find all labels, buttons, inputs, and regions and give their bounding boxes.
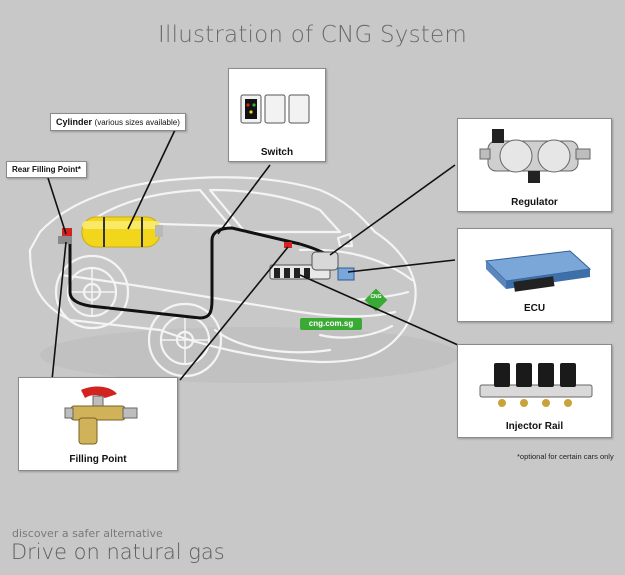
cylinder-tank xyxy=(81,216,163,248)
leader-switch xyxy=(217,164,271,235)
switch-callout: Switch xyxy=(228,68,326,162)
cng-pipe xyxy=(68,226,301,320)
leader-injector-rail xyxy=(299,274,459,346)
car-outline xyxy=(28,176,417,364)
cylinder-sub: (various sizes available) xyxy=(94,118,180,127)
filling-point-callout: Filling Point xyxy=(18,377,178,471)
injector-rail-label: Injector Rail xyxy=(505,421,564,432)
wheel-spokes xyxy=(68,268,209,364)
plate-text: cng.com.sg xyxy=(308,319,354,328)
page-title: Illustration of CNG System xyxy=(158,22,467,48)
leader-lines xyxy=(47,129,459,381)
injector-rail-image xyxy=(479,363,593,407)
footnote: *optional for certain cars only xyxy=(517,452,614,461)
leader-filling-point-a xyxy=(51,241,67,381)
rear-filling-marker xyxy=(58,228,72,244)
cng-badge-text: CNG xyxy=(370,294,382,300)
leader-filling-point-b xyxy=(179,246,289,381)
ecu-label: ECU xyxy=(523,303,546,314)
leader-ecu xyxy=(347,259,456,273)
injector-rail-callout: Injector Rail xyxy=(457,344,612,438)
license-plate xyxy=(300,318,362,330)
leader-cylinder xyxy=(127,129,176,230)
rear-filling-point-label: Rear Filling Point* xyxy=(12,165,81,174)
leader-regulator xyxy=(329,164,456,256)
switch-label: Switch xyxy=(260,147,294,158)
cylinder-tag: Cylinder (various sizes available) xyxy=(50,113,186,131)
regulator-label: Regulator xyxy=(511,197,558,208)
tagline-small: discover a safer alternative xyxy=(12,527,163,540)
switch-image xyxy=(240,94,310,124)
tagline-big: Drive on natural gas xyxy=(11,540,225,564)
ecu-callout: ECU xyxy=(457,228,612,322)
ecu-image xyxy=(484,250,592,292)
leader-rear-filling xyxy=(47,177,67,235)
filling-point-label: Filling Point xyxy=(69,454,127,465)
regulator-image xyxy=(479,129,591,183)
filling-point-image xyxy=(64,386,138,445)
rear-filling-point-tag: Rear Filling Point* xyxy=(6,161,87,178)
regulator-callout: Regulator xyxy=(457,118,612,212)
cylinder-label: Cylinder xyxy=(56,117,93,127)
